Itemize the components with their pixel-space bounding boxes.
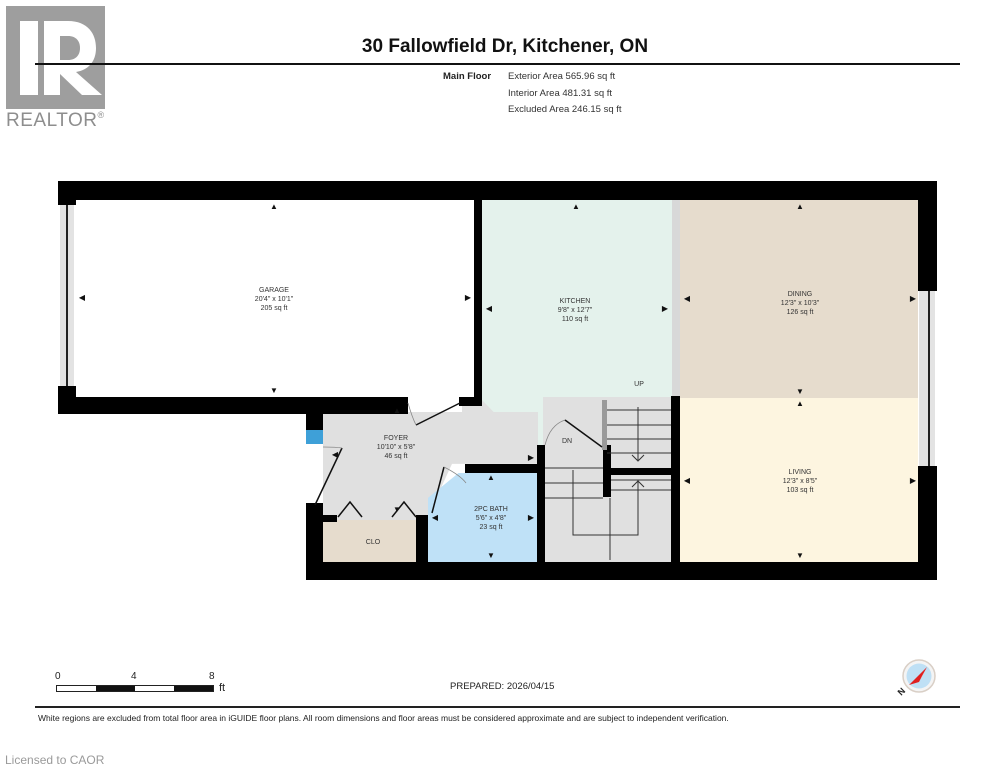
wall-closet-bath [416, 515, 428, 562]
footer-divider [35, 706, 960, 708]
prepared-date: PREPARED: 2026/04/15 [450, 681, 555, 692]
wall-foyer-left-upper [306, 404, 323, 430]
compass-icon: N [896, 659, 936, 698]
kitchen-dining-divider [672, 199, 680, 398]
room-garage [76, 199, 474, 397]
stairs-up-label: UP [634, 381, 644, 388]
wall-garage-bottom-right [459, 397, 482, 406]
license-text: Licensed to CAOR [5, 753, 105, 767]
wall-right-upper [918, 181, 937, 291]
staircase [545, 400, 671, 560]
dimension-arrow-left-icon: ◀ [78, 293, 86, 302]
wall-bottom [306, 562, 937, 580]
interior-area: Interior Area 481.31 sq ft [508, 88, 613, 99]
dimension-arrow-right-icon: ▶ [464, 293, 472, 302]
scale-tick-4: 4 [131, 671, 137, 682]
realtor-wordmark: REALTOR® [6, 110, 105, 131]
dimension-arrow-left-icon: ◀ [331, 450, 339, 459]
room-living [680, 398, 918, 562]
realtor-r-icon [20, 21, 102, 95]
stairs-down-label: DN [561, 438, 573, 445]
dimension-arrow-left-icon: ◀ [683, 294, 691, 303]
header-divider [35, 63, 960, 65]
wall-garage-top-left [58, 181, 76, 205]
dimension-arrow-up-icon: ▲ [393, 406, 401, 415]
wall-right-lower [918, 466, 937, 580]
svg-text:N: N [896, 686, 908, 698]
scale-bar [56, 685, 214, 692]
wall-top [58, 181, 937, 200]
room-bath [428, 473, 537, 562]
wall-closet-left [323, 515, 337, 522]
dimension-arrow-down-icon: ▼ [796, 551, 804, 560]
room-closet [323, 520, 423, 562]
excluded-area: Excluded Area 246.15 sq ft [508, 104, 622, 115]
realtor-logo [6, 6, 105, 109]
dimension-arrow-right-icon: ▶ [909, 476, 917, 485]
dimension-arrow-right-icon: ▶ [909, 294, 917, 303]
rear-window [919, 290, 935, 466]
foyer-doors [314, 402, 467, 518]
dimension-arrow-down-icon: ▼ [393, 505, 401, 514]
dimension-arrow-right-icon: ▶ [527, 453, 535, 462]
garage-door-line [66, 204, 68, 386]
foyer-window [306, 430, 323, 444]
dimension-arrow-left-icon: ◀ [683, 476, 691, 485]
dimension-arrow-up-icon: ▲ [796, 202, 804, 211]
dimension-arrow-down-icon: ▼ [796, 387, 804, 396]
closet-label: CLO [365, 539, 381, 546]
scale-unit: ft [219, 682, 226, 694]
dimension-arrow-down-icon: ▼ [487, 551, 495, 560]
dimension-arrow-right-icon: ▶ [661, 304, 669, 313]
room-dining [680, 199, 918, 398]
dimension-arrow-left-icon: ◀ [485, 304, 493, 313]
wall-bath-stair [537, 445, 545, 562]
wall-stair-landing [611, 468, 671, 475]
dimension-arrow-up-icon: ▲ [796, 399, 804, 408]
scale-tick-8: 8 [209, 671, 215, 682]
dimension-arrow-right-icon: ▶ [527, 513, 535, 522]
exterior-area: Exterior Area 565.96 sq ft [508, 71, 616, 82]
scale-tick-0: 0 [55, 671, 61, 682]
wall-garage-kitchen [474, 199, 482, 404]
disclaimer-text: White regions are excluded from total fl… [38, 713, 729, 723]
wall-stair-center [603, 445, 611, 497]
stair-door [544, 419, 603, 448]
dimension-arrow-left-icon: ◀ [431, 513, 439, 522]
rear-window-line [928, 290, 930, 466]
floor-name: Main Floor [443, 71, 492, 82]
property-title: 30 Fallowfield Dr, Kitchener, ON [361, 36, 649, 57]
wall-foyer-left-lower [306, 503, 323, 580]
dimension-arrow-up-icon: ▲ [572, 202, 580, 211]
wall-bath-top [465, 464, 542, 473]
dimension-arrow-up-icon: ▲ [487, 473, 495, 482]
dimension-arrow-down-icon: ▼ [270, 386, 278, 395]
wall-stair-living [671, 396, 680, 562]
dimension-arrow-up-icon: ▲ [270, 202, 278, 211]
